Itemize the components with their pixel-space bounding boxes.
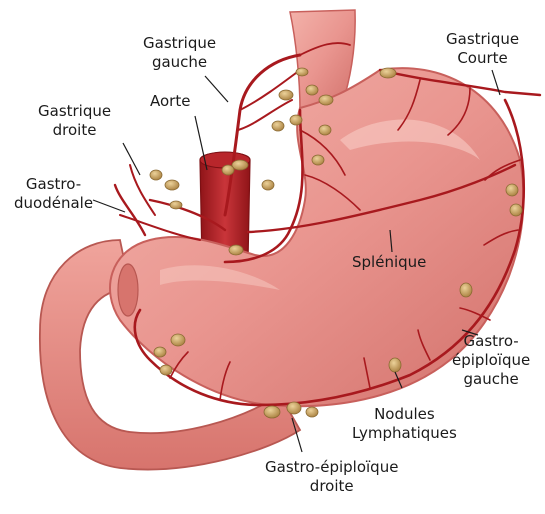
label-gastro-duodenale: Gastro- duodénale xyxy=(14,175,93,213)
label-gastro-epiploique-droite: Gastro-épiploïque droite xyxy=(265,458,398,496)
label-gastrique-courte: Gastrique Courte xyxy=(446,30,519,68)
label-nodules-lymphatiques: Nodules Lymphatiques xyxy=(352,405,457,443)
label-gastro-epiploique-gauche: Gastro- épiploïque gauche xyxy=(452,332,530,389)
label-splenique: Splénique xyxy=(352,253,426,272)
label-gastrique-gauche: Gastrique gauche xyxy=(143,34,216,72)
label-gastrique-droite: Gastrique droite xyxy=(38,102,111,140)
label-aorte: Aorte xyxy=(150,92,190,111)
